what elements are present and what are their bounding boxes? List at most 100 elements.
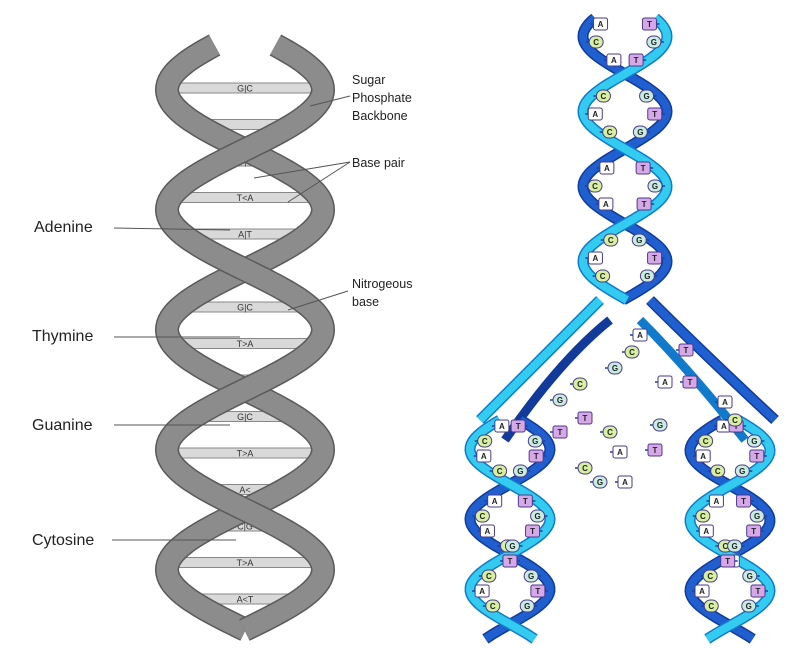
nucleotide: A (491, 419, 510, 433)
nucleotide: G (527, 434, 546, 448)
nucleotide: G (519, 599, 538, 613)
nucleotide: C (478, 569, 497, 583)
svg-text:A: A (721, 422, 727, 431)
nucleotide: T (641, 17, 660, 31)
svg-text:C: C (486, 572, 492, 581)
nucleotide: A (585, 107, 603, 121)
svg-text:T: T (523, 497, 528, 506)
nucleotide: G (512, 464, 531, 478)
label-guanine: Guanine (32, 417, 93, 434)
nucleotide: T (676, 343, 694, 357)
nucleotide: C (489, 464, 508, 478)
base-pair-label: A< (239, 485, 250, 495)
nucleotide: T (720, 554, 738, 568)
svg-text:A: A (481, 452, 487, 461)
nucleotide: C (482, 599, 501, 613)
svg-text:C: C (700, 512, 706, 521)
base-pair-rung: T>A (167, 557, 323, 568)
nucleotide: A (596, 161, 615, 175)
nucleotide: C (701, 599, 719, 613)
svg-text:A: A (492, 497, 498, 506)
nucleotide: T (736, 494, 754, 508)
base-pair-label: C|G (237, 522, 253, 532)
nucleotide: T (575, 411, 593, 425)
svg-text:C: C (497, 467, 503, 476)
nucleotide: T (645, 443, 663, 457)
svg-text:T: T (653, 446, 658, 455)
base-pair-label: T>A (237, 449, 254, 459)
svg-text:A: A (479, 587, 485, 596)
nucleotide: A (590, 17, 609, 31)
nucleotide: G (631, 233, 650, 247)
svg-text:A: A (700, 452, 706, 461)
nucleotide: T (517, 494, 536, 508)
nucleotide: T (510, 419, 529, 433)
svg-text:G: G (657, 421, 663, 430)
nucleotide: A (696, 524, 714, 538)
nucleotide: G (530, 509, 548, 523)
svg-text:C: C (600, 272, 606, 281)
nucleotide: T (680, 375, 698, 389)
nucleotide: T (749, 449, 767, 463)
base-pair-rung: T>A (171, 338, 319, 349)
svg-text:A: A (598, 20, 604, 29)
nucleotide: C (575, 461, 593, 475)
nucleotide: A (473, 449, 492, 463)
svg-text:G: G (557, 396, 563, 405)
svg-text:G: G (637, 128, 643, 137)
svg-text:A: A (622, 478, 628, 487)
label-sugar: Sugar (352, 73, 385, 87)
svg-text:A: A (703, 527, 709, 536)
svg-text:T: T (754, 452, 759, 461)
svg-text:G: G (751, 437, 757, 446)
svg-text:C: C (608, 236, 614, 245)
strand-light (465, 416, 555, 643)
nucleotide: A (595, 197, 614, 211)
label-base: base (352, 295, 379, 309)
label-base-pair: Base pair (352, 156, 405, 170)
leader-base-pair-1 (253, 161, 351, 179)
base-pair-label: T>A (237, 558, 254, 568)
svg-text:A: A (617, 448, 623, 457)
nucleotide: A (472, 584, 490, 598)
nucleotide: G (741, 599, 759, 613)
svg-text:C: C (582, 464, 588, 473)
svg-text:G: G (612, 364, 618, 373)
nucleotide: G (742, 569, 760, 583)
svg-text:T: T (508, 557, 513, 566)
nucleotide: C (585, 179, 603, 193)
nucleotide: C (692, 509, 711, 523)
nucleotide: A (615, 475, 633, 489)
svg-text:C: C (708, 602, 714, 611)
left-double-helix: G|CG|CT<AA|TG|CT>AA<G|CT>AA<C|GT>AA<T (154, 34, 336, 641)
replicating-strands (464, 13, 779, 644)
svg-text:C: C (703, 437, 709, 446)
svg-text:T: T (756, 587, 761, 596)
svg-text:C: C (732, 416, 738, 425)
nucleotide: A (610, 445, 628, 459)
nucleotide: G (727, 539, 745, 553)
leader-adenine (113, 227, 231, 231)
nucleotide: G (639, 269, 658, 283)
nucleotide: G (632, 125, 651, 139)
label-nitrogeous: Nitrogeous (352, 277, 412, 291)
svg-text:C: C (592, 182, 598, 191)
svg-text:T: T (535, 587, 540, 596)
nucleotide: G (646, 35, 664, 49)
nucleotide: G (749, 509, 768, 523)
nucleotide: A (692, 584, 710, 598)
left-labels: Sugar Phosphate Backbone Base pair Nitro… (32, 73, 412, 549)
svg-text:T: T (641, 164, 646, 173)
svg-text:C: C (607, 428, 613, 437)
svg-text:G: G (739, 467, 745, 476)
nucleotide: C (592, 269, 611, 283)
svg-text:T: T (558, 428, 563, 437)
svg-text:C: C (629, 348, 635, 357)
nucleotide: A (603, 53, 622, 67)
nucleotide: C (472, 509, 490, 523)
base-pair-rung: T<A (170, 192, 320, 203)
svg-text:T: T (634, 56, 639, 65)
svg-text:C: C (715, 467, 721, 476)
svg-text:G: G (532, 437, 538, 446)
svg-text:T: T (642, 200, 647, 209)
